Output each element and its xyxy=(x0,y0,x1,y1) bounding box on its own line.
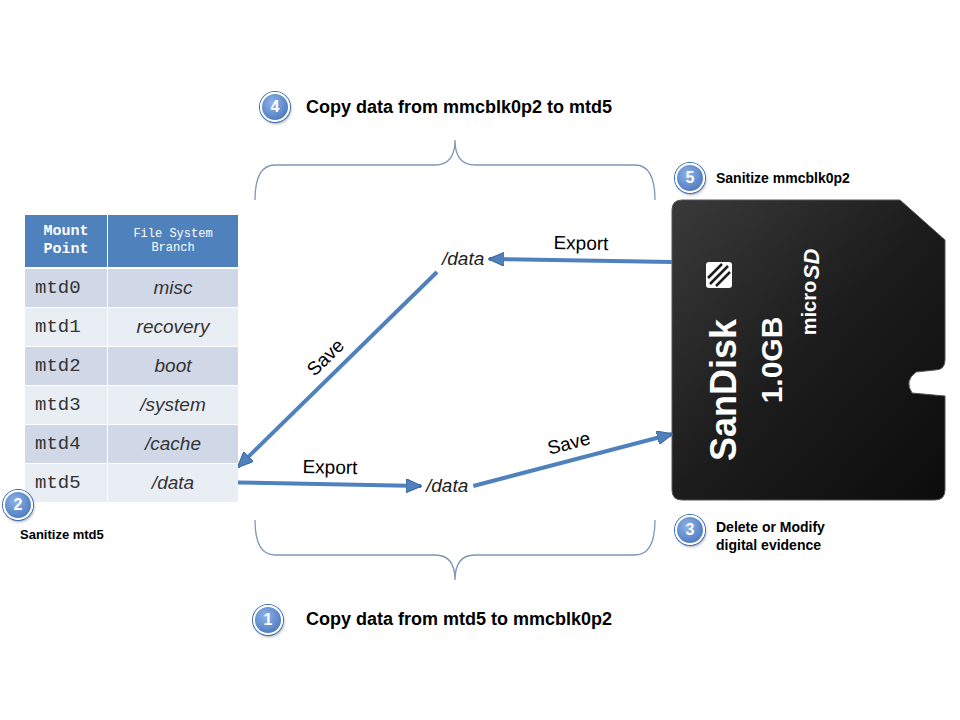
table-row: mtd5/data xyxy=(25,463,238,502)
mount-table: Mount PointFile System Branchmtd0miscmtd… xyxy=(25,215,238,502)
sd-card: SanDisk 1.0GB microSD xyxy=(672,200,945,500)
data-text: /data xyxy=(442,248,484,269)
edge-label: Export xyxy=(299,457,360,479)
sd-card-body xyxy=(672,200,945,500)
step-note: Copy data from mtd5 to mmcblk0p2 xyxy=(306,608,612,631)
table-row: mtd0misc xyxy=(25,268,238,307)
bottom-bracket xyxy=(255,520,655,580)
branch-cell: recovery xyxy=(108,308,238,346)
data-node: /data xyxy=(421,473,473,499)
card-print: 1.0GB xyxy=(757,317,787,404)
table-row: mtd3/system xyxy=(25,385,238,424)
header-cell: File System Branch xyxy=(108,215,238,267)
branch-cell: boot xyxy=(108,347,238,385)
edge-label: Save xyxy=(542,428,595,461)
table-row: mtd1recovery xyxy=(25,307,238,346)
edge-label: Export xyxy=(550,233,611,255)
flow-arrow xyxy=(238,483,421,487)
callout-number: 3 xyxy=(675,515,705,545)
mount-cell: mtd4 xyxy=(25,425,107,463)
mount-cell: mtd0 xyxy=(25,269,107,307)
table-row: mtd4/cache xyxy=(25,424,238,463)
step-note: Delete or Modify digital evidence xyxy=(716,518,866,554)
callout-number: 2 xyxy=(3,490,33,520)
mount-cell: mtd3 xyxy=(25,386,107,424)
data-node: /data xyxy=(437,246,489,272)
top-bracket xyxy=(255,140,655,200)
mount-cell: mtd5 xyxy=(25,464,107,502)
step-note: Copy data from mmcblk0p2 to mtd5 xyxy=(306,96,612,119)
card-print: SanDisk xyxy=(706,319,742,461)
data-text: /data xyxy=(426,475,468,496)
step-note: Sanitize mtd5 xyxy=(20,527,104,544)
mount-cell: mtd2 xyxy=(25,347,107,385)
branch-cell: /system xyxy=(108,386,238,424)
card-print: SD xyxy=(801,249,823,280)
branch-cell: /data xyxy=(108,464,238,502)
mount-cell: mtd1 xyxy=(25,308,107,346)
callout-number: 5 xyxy=(675,163,705,193)
flow-arrow xyxy=(489,259,672,262)
step-note: Sanitize mmcblk0p2 xyxy=(716,169,850,187)
branch-cell: /cache xyxy=(108,425,238,463)
callout-number: 4 xyxy=(260,92,290,122)
sandisk-logo xyxy=(706,262,732,288)
card-print: micro xyxy=(799,281,819,335)
header-cell: Mount Point xyxy=(25,215,107,267)
callout-number: 1 xyxy=(253,605,283,635)
edge-label: Save xyxy=(301,333,351,382)
flow-arrow xyxy=(238,272,437,467)
branch-cell: misc xyxy=(108,269,238,307)
table-row: mtd2boot xyxy=(25,346,238,385)
